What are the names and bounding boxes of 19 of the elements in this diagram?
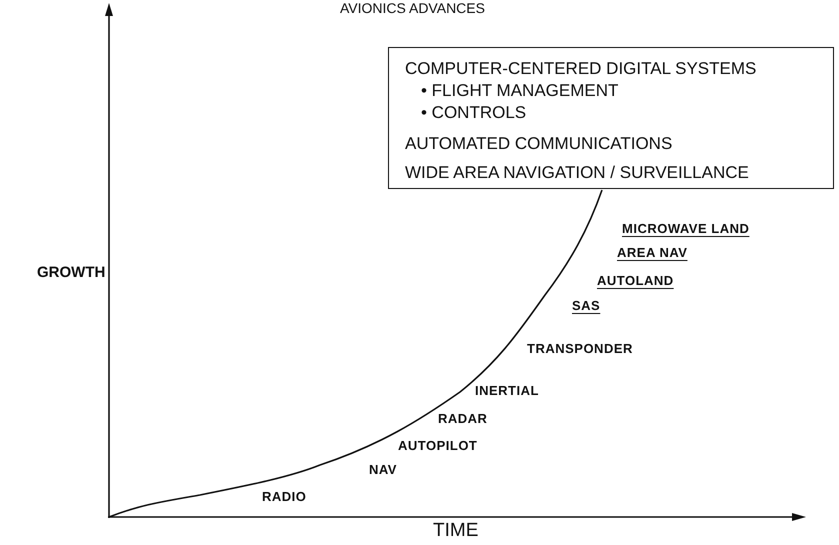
milestone-label: RADIO xyxy=(262,490,306,503)
axis-label: TIME xyxy=(433,521,478,540)
box-text: • CONTROLS xyxy=(421,104,526,121)
box-text: WIDE AREA NAVIGATION / SURVEILLANCE xyxy=(405,164,749,181)
milestone-label: INERTIAL xyxy=(475,384,539,397)
milestone-label: AUTOLAND xyxy=(597,274,674,287)
box-text: COMPUTER-CENTERED DIGITAL SYSTEMS xyxy=(405,60,756,77)
milestone-label: MICROWAVE LAND xyxy=(622,222,750,235)
milestone-label: NAV xyxy=(369,463,397,476)
milestone-label: AUTOPILOT xyxy=(398,439,478,452)
milestone-label: RADAR xyxy=(438,412,488,425)
axis-label: GROWTH xyxy=(37,265,106,280)
milestone-label: TRANSPONDER xyxy=(527,342,633,355)
box-text: • FLIGHT MANAGEMENT xyxy=(421,82,618,99)
milestone-label: SAS xyxy=(572,299,600,312)
text-box xyxy=(388,47,834,189)
chart-title: AVIONICS ADVANCES xyxy=(340,1,485,15)
milestone-label: AREA NAV xyxy=(617,246,688,259)
box-text: AUTOMATED COMMUNICATIONS xyxy=(405,135,672,152)
